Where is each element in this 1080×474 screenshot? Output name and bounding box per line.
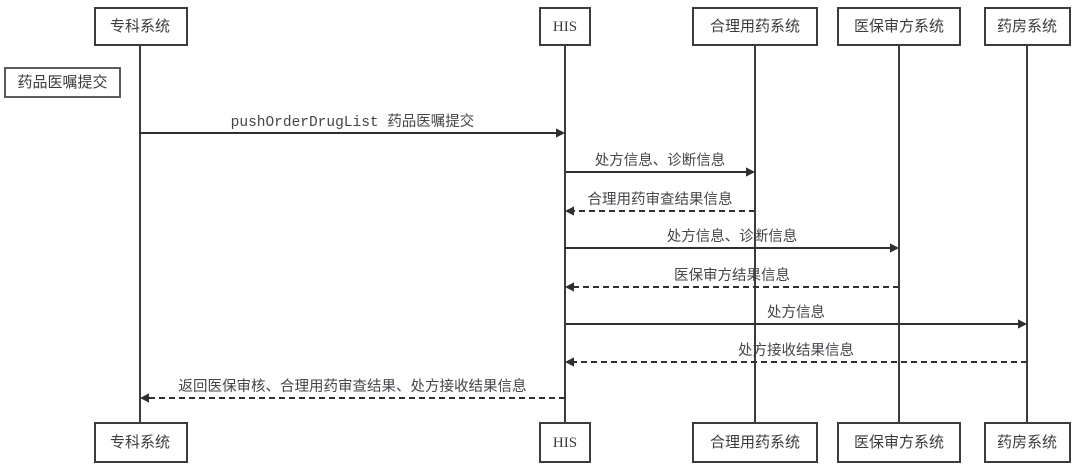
participant-label: 合理用药系统 xyxy=(710,18,800,35)
participant-box-rect xyxy=(692,422,818,463)
message-arrowhead xyxy=(565,282,574,292)
message-arrowhead xyxy=(890,243,899,253)
message-2-his-to-rational_drug[interactable]: 处方信息、诊断信息 xyxy=(565,152,755,177)
participant-label: HIS xyxy=(553,435,577,451)
participant-top-specialty[interactable]: 专科系统 xyxy=(94,7,188,46)
message-label: 处方信息、诊断信息 xyxy=(667,228,798,245)
message-label: 医保审方结果信息 xyxy=(674,267,790,284)
participant-top-his[interactable]: HIS xyxy=(539,7,591,46)
participant-box-rect xyxy=(837,422,961,463)
participant-label: 药房系统 xyxy=(997,18,1057,35)
participants-layer: 专科系统专科系统HISHIS合理用药系统合理用药系统医保审方系统医保审方系统药房… xyxy=(94,7,1071,463)
message-7-pharmacy-to-his[interactable]: 处方接收结果信息 xyxy=(565,342,1027,367)
participant-top-insurance_review[interactable]: 医保审方系统 xyxy=(837,7,961,46)
participant-label: 药房系统 xyxy=(997,434,1057,451)
message-arrowhead xyxy=(565,206,574,216)
participant-box-rect xyxy=(94,422,188,463)
message-arrowhead xyxy=(746,167,755,177)
message-label: pushOrderDrugList 药品医嘱提交 xyxy=(231,112,475,131)
participant-label: 专科系统 xyxy=(110,18,170,35)
message-label: 合理用药审查结果信息 xyxy=(588,191,733,208)
message-3-rational_drug-to-his[interactable]: 合理用药审查结果信息 xyxy=(565,191,755,216)
note-layer: 药品医嘱提交 xyxy=(4,67,121,98)
participant-label: HIS xyxy=(553,19,577,35)
participant-top-pharmacy[interactable]: 药房系统 xyxy=(984,7,1071,46)
message-arrowhead xyxy=(565,357,574,367)
participant-label: 专科系统 xyxy=(110,434,170,451)
messages-layer: pushOrderDrugList 药品医嘱提交处方信息、诊断信息合理用药审查结… xyxy=(140,112,1027,403)
message-6-his-to-pharmacy[interactable]: 处方信息 xyxy=(565,304,1027,329)
participant-box-rect xyxy=(984,7,1071,46)
participant-bottom-pharmacy[interactable]: 药房系统 xyxy=(984,422,1071,463)
note-drug-order-submit: 药品医嘱提交 xyxy=(4,67,121,98)
message-arrowhead xyxy=(556,128,565,138)
participant-top-rational_drug[interactable]: 合理用药系统 xyxy=(692,7,818,46)
message-label: 处方信息 xyxy=(767,304,825,321)
message-8-his-to-specialty[interactable]: 返回医保审核、合理用药审查结果、处方接收结果信息 xyxy=(140,378,565,403)
note-label: 药品医嘱提交 xyxy=(17,73,107,91)
participant-label: 医保审方系统 xyxy=(854,18,944,35)
note-box-rect xyxy=(4,67,121,98)
message-arrowhead xyxy=(1018,319,1027,329)
participant-box-rect xyxy=(94,7,188,46)
participant-box-rect xyxy=(984,422,1071,463)
participant-bottom-insurance_review[interactable]: 医保审方系统 xyxy=(837,422,961,463)
message-1-specialty-to-his[interactable]: pushOrderDrugList 药品医嘱提交 xyxy=(140,112,565,138)
participant-bottom-his[interactable]: HIS xyxy=(539,422,591,463)
message-label: 返回医保审核、合理用药审查结果、处方接收结果信息 xyxy=(179,378,527,395)
participant-bottom-rational_drug[interactable]: 合理用药系统 xyxy=(692,422,818,463)
lifelines-layer xyxy=(139,45,1028,423)
participant-bottom-specialty[interactable]: 专科系统 xyxy=(94,422,188,463)
message-label-cjk-part: 药品医嘱提交 xyxy=(387,112,474,130)
participant-box-rect xyxy=(539,7,591,46)
message-label-mono-part: pushOrderDrugList xyxy=(231,115,388,131)
message-label: 处方信息、诊断信息 xyxy=(595,152,726,169)
message-arrowhead xyxy=(140,393,149,403)
message-label: 处方接收结果信息 xyxy=(738,342,854,359)
participant-label: 合理用药系统 xyxy=(710,434,800,451)
message-5-insurance_review-to-his[interactable]: 医保审方结果信息 xyxy=(565,267,899,292)
participant-box-rect xyxy=(837,7,961,46)
participant-label: 医保审方系统 xyxy=(854,434,944,451)
participant-box-rect xyxy=(539,422,591,463)
message-4-his-to-insurance_review[interactable]: 处方信息、诊断信息 xyxy=(565,228,899,253)
participant-box-rect xyxy=(692,7,818,46)
